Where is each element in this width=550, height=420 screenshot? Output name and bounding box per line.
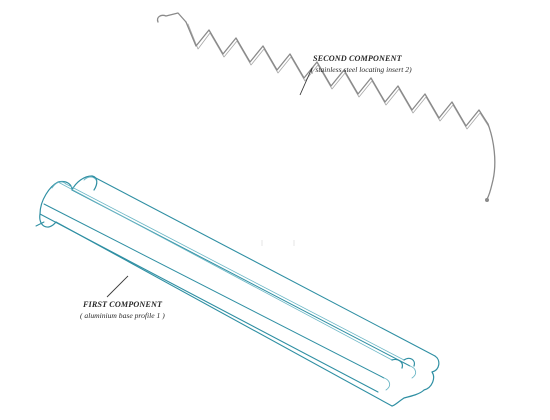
insert-end-point xyxy=(485,198,489,202)
second-component-leader-line xyxy=(299,67,313,96)
profile-right-end-section xyxy=(391,355,440,407)
insert-zigzag-upper xyxy=(185,21,489,127)
profile-mid-edge xyxy=(43,203,385,379)
profile-top-edge xyxy=(91,175,436,357)
insert-right-hook xyxy=(486,123,496,200)
insert-zigzag-lower xyxy=(187,23,490,130)
profile-channel-edge-3 xyxy=(57,181,393,361)
profile-left-end-section xyxy=(39,175,98,228)
first-component-leader-line xyxy=(106,275,129,298)
profile-base-edge-inner xyxy=(35,221,45,227)
profile-channel-edge-2 xyxy=(65,183,405,361)
first-component-title: FIRST COMPONENT xyxy=(82,300,163,309)
second-component-subtitle: ( stainless steel locating insert 2) xyxy=(311,65,412,74)
aluminium-base-profile xyxy=(35,175,440,407)
insert-left-hook xyxy=(156,12,187,23)
stainless-steel-locating-insert xyxy=(156,12,496,202)
profile-right-end-inner xyxy=(383,365,417,391)
first-component-subtitle: ( aluminium base profile 1 ) xyxy=(80,311,165,320)
faint-mark xyxy=(261,240,295,246)
second-component-title: SECOND COMPONENT xyxy=(313,54,403,63)
profile-base-edge xyxy=(55,221,393,407)
